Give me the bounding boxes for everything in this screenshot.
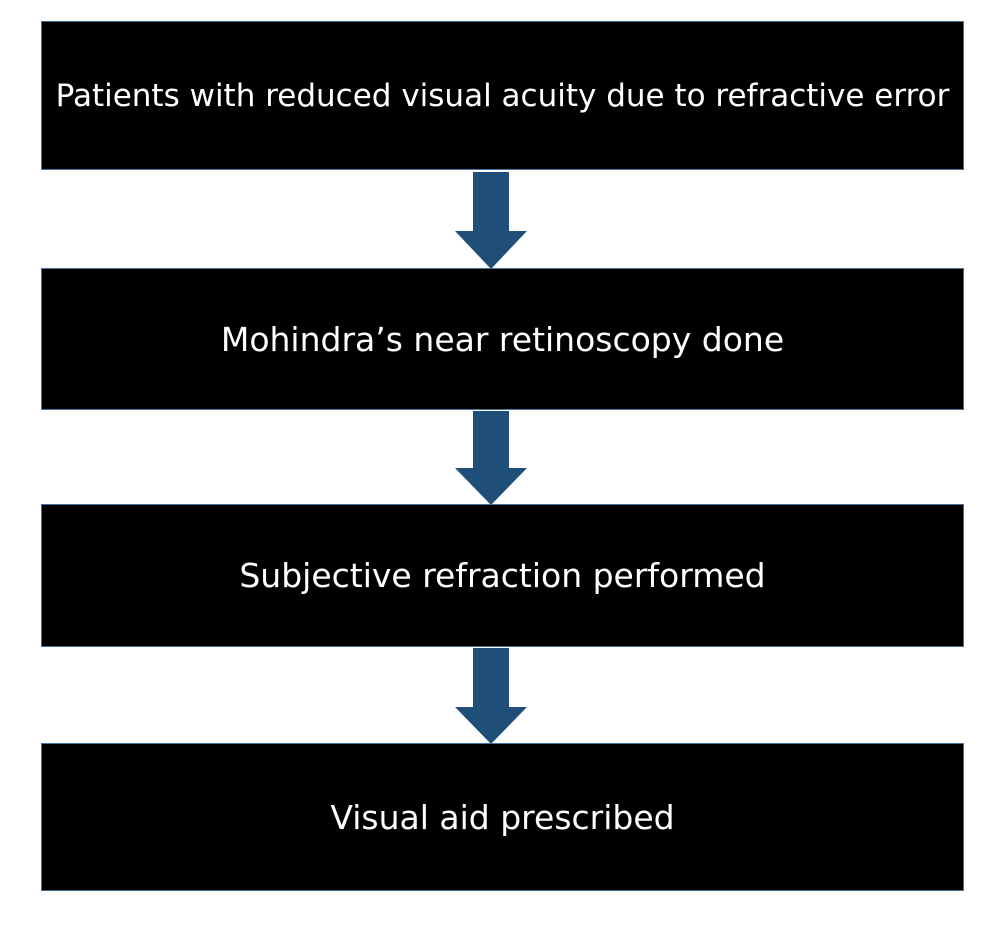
flow-step-mohindra-retinoscopy: Mohindra’s near retinoscopy done — [41, 268, 964, 410]
flow-step-label: Subjective refraction performed — [239, 556, 766, 595]
flow-step-label: Patients with reduced visual acuity due … — [55, 77, 950, 114]
flow-step-label: Visual aid prescribed — [330, 797, 675, 837]
flow-step-visual-aid-prescribed: Visual aid prescribed — [41, 743, 964, 891]
down-arrow-icon — [455, 411, 527, 505]
down-arrow-icon — [455, 648, 527, 744]
down-arrow-icon — [455, 172, 527, 269]
flow-step-patients-reduced-acuity: Patients with reduced visual acuity due … — [41, 21, 964, 170]
flow-step-subjective-refraction: Subjective refraction performed — [41, 504, 964, 647]
flow-step-label: Mohindra’s near retinoscopy done — [220, 319, 785, 359]
